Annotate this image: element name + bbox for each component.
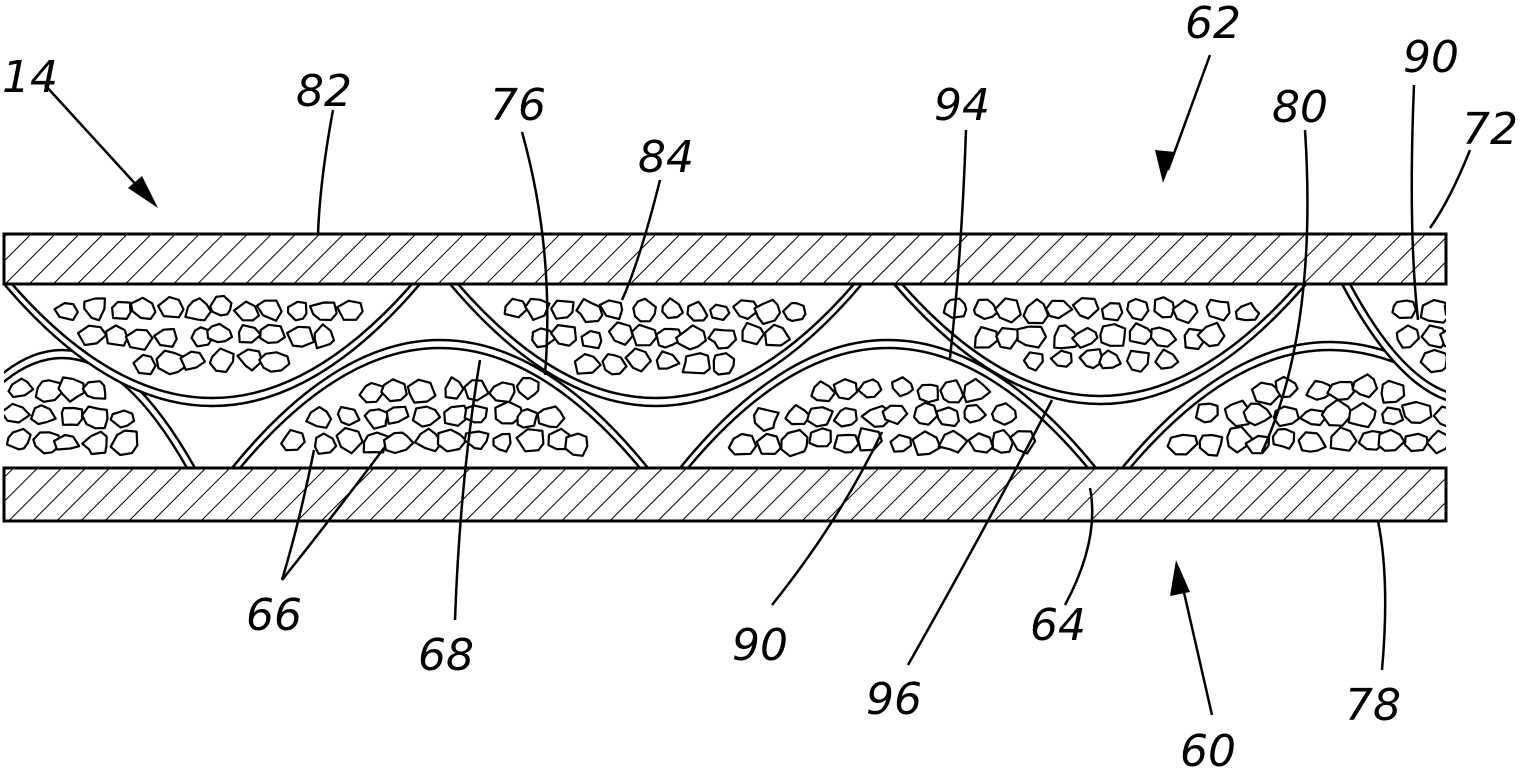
- label-90-bottom: 90: [732, 620, 788, 671]
- label-72: 72: [1462, 104, 1518, 155]
- granule: [62, 408, 82, 425]
- label-84: 84: [638, 132, 694, 183]
- granule: [1382, 408, 1403, 425]
- granule: [82, 407, 107, 429]
- granule: [518, 409, 538, 427]
- leader-82: [318, 110, 333, 234]
- label-78: 78: [1345, 680, 1401, 731]
- top-plate: [4, 234, 1446, 284]
- granule: [1474, 354, 1497, 372]
- granule: [1382, 381, 1405, 403]
- granule: [1440, 329, 1465, 347]
- granule: [1469, 302, 1488, 319]
- granule: [1100, 324, 1125, 346]
- granule: [1273, 429, 1294, 449]
- granule: [834, 379, 857, 399]
- label-80: 80: [1272, 82, 1328, 133]
- leader-78: [1378, 521, 1385, 670]
- granule: [465, 405, 487, 422]
- granule: [259, 352, 289, 371]
- leader-72: [1430, 150, 1470, 228]
- label-14: 14: [2, 52, 58, 103]
- granule: [975, 327, 998, 347]
- granule: [551, 301, 573, 319]
- granule: [112, 302, 130, 319]
- granule: [260, 325, 285, 343]
- granule: [1393, 301, 1416, 318]
- label-96: 96: [866, 674, 922, 725]
- granule: [1445, 304, 1472, 323]
- label-60: 60: [1180, 726, 1236, 772]
- label-62: 62: [1185, 0, 1241, 49]
- granule: [1155, 297, 1175, 317]
- label-94: 94: [934, 80, 990, 131]
- label-68: 68: [418, 630, 474, 681]
- granule: [408, 380, 436, 403]
- bottom-plate: [4, 468, 1446, 521]
- granule: [714, 353, 734, 374]
- granule: [1497, 354, 1524, 376]
- leader-60: [1180, 575, 1212, 715]
- granule: [1493, 324, 1518, 345]
- granule: [287, 327, 314, 347]
- granule: [1102, 303, 1122, 320]
- core-layer: [0, 284, 1524, 468]
- granule: [1446, 348, 1473, 371]
- granule: [1471, 321, 1493, 343]
- granule: [809, 428, 830, 446]
- granule: [1405, 434, 1428, 451]
- label-90-top: 90: [1403, 32, 1459, 83]
- granule: [582, 331, 602, 348]
- granule: [1461, 433, 1487, 453]
- granule: [1500, 303, 1523, 319]
- label-76: 76: [490, 80, 546, 131]
- label-64: 64: [1030, 600, 1086, 651]
- label-82: 82: [296, 66, 352, 117]
- arrowhead-60: [1170, 560, 1190, 596]
- granule: [918, 385, 938, 402]
- granule: [710, 305, 729, 320]
- arrowhead-62: [1155, 150, 1175, 183]
- label-66: 66: [246, 590, 302, 641]
- granule: [683, 353, 710, 373]
